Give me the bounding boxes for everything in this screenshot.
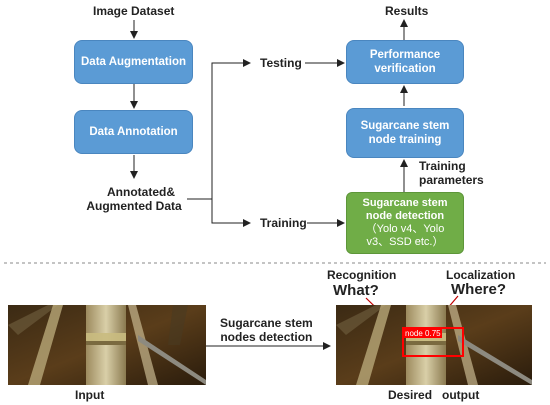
output-photo: node 0.75 xyxy=(336,305,532,385)
data-annotation-label: Data Annotation xyxy=(89,126,178,138)
process-line-2: nodes detection xyxy=(220,330,313,344)
stem-training-line-1: Sugarcane stem xyxy=(360,120,450,132)
process-line-1: Sugarcane stem xyxy=(220,316,313,330)
desired-output-label: Desired output xyxy=(388,388,480,402)
localization-label: Localization xyxy=(446,268,516,282)
detection-line-3: （Yolo v4、Yolo xyxy=(365,223,445,235)
detection-line-1: Sugarcane stem xyxy=(362,197,448,209)
what-label: What? xyxy=(333,282,379,299)
performance-line-1: Performance xyxy=(369,49,441,61)
bounding-box-label: node 0.75 xyxy=(404,329,442,338)
image-dataset-label: Image Dataset xyxy=(93,4,175,18)
data-augmentation-box: Data Augmentation xyxy=(74,40,193,84)
stem-node-detection-box: Sugarcane stem node detection （Yolo v4、Y… xyxy=(346,192,464,254)
results-label: Results xyxy=(385,4,429,18)
recognition-label: Recognition xyxy=(327,268,397,282)
input-label: Input xyxy=(75,388,105,402)
input-photo-graphic xyxy=(8,305,206,385)
stem-training-line-2: node training xyxy=(368,134,442,146)
performance-line-2: verification xyxy=(374,63,436,75)
training-params-line-2: parameters xyxy=(419,173,484,187)
training-params-line-1: Training xyxy=(419,159,466,173)
training-parameters-label: Training parameters xyxy=(419,159,484,187)
branch-to-training xyxy=(211,199,251,227)
input-photo xyxy=(8,305,206,385)
annotated-line-2: Augmented Data xyxy=(86,199,182,213)
detection-line-4: v3、SSD etc.） xyxy=(366,236,444,248)
data-augmentation-label: Data Augmentation xyxy=(81,56,186,68)
training-label: Training xyxy=(260,216,307,230)
annotated-line-1: Annotated& xyxy=(107,185,175,199)
stem-node-training-box: Sugarcane stem node training xyxy=(346,108,464,158)
branch-to-testing xyxy=(211,59,251,199)
where-label: Where? xyxy=(451,281,507,298)
testing-label: Testing xyxy=(260,56,302,70)
annotated-data-label: Annotated& Augmented Data xyxy=(86,185,191,213)
performance-verification-box: Performance verification xyxy=(346,40,464,84)
data-annotation-box: Data Annotation xyxy=(74,110,193,154)
process-label: Sugarcane stem nodes detection xyxy=(220,316,313,344)
bounding-box: node 0.75 xyxy=(402,327,464,357)
detection-line-2: node detection xyxy=(365,210,445,222)
